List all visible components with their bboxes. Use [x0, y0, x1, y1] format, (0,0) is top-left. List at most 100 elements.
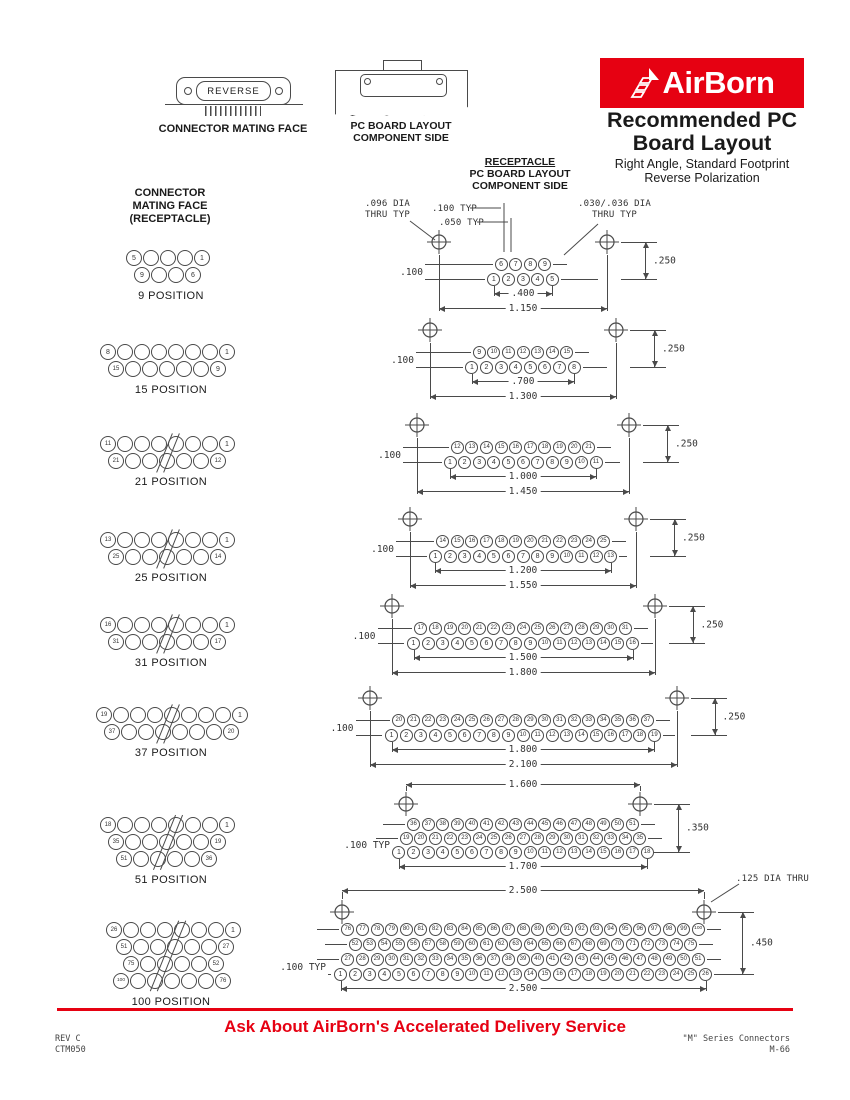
callout-mount-hole-dia: .096 DIA THRU TYP	[365, 199, 410, 221]
pcb-pin: 23	[655, 967, 669, 981]
extension-line	[705, 981, 707, 991]
dimension-label: .700	[508, 375, 538, 387]
row-rail	[604, 462, 620, 463]
callout-pitch: .100 TYP	[432, 204, 477, 214]
position-caption: 37 POSITION	[134, 747, 208, 759]
hole-crosshair-icon	[398, 507, 422, 531]
screw-hole-icon	[184, 87, 192, 95]
row-gap-label: .100 TYP	[344, 840, 390, 851]
pcb-pin: 3	[436, 636, 450, 650]
extension-line	[416, 352, 470, 353]
pcb-pin: 45	[604, 952, 618, 966]
pcb-pin: 4	[428, 728, 442, 742]
extension-line	[676, 711, 678, 767]
hole-crosshair-icon	[418, 318, 442, 342]
pcb-pin: 56	[407, 937, 420, 951]
pcb-pin: 35	[633, 831, 647, 845]
pcb-pin: 24	[582, 534, 596, 548]
pcb-pin: 3	[414, 728, 428, 742]
dimension-line-vertical: .250	[690, 606, 726, 643]
position-caption: 21 POSITION	[134, 476, 208, 488]
mating-face-pin	[130, 973, 146, 989]
row-rail	[553, 264, 568, 265]
pcb-pin: 33	[582, 713, 596, 727]
dimension-line: 1.600	[406, 778, 640, 790]
mating-face-pin	[202, 532, 218, 548]
hole-crosshair-icon	[330, 900, 354, 924]
mounting-hole	[664, 685, 690, 711]
extension-line	[425, 264, 492, 265]
pcb-pin: 1	[385, 728, 399, 742]
pcb-pin: 5	[501, 455, 515, 469]
mating-face-pin	[151, 344, 167, 360]
pcb-pin: 2	[443, 549, 457, 563]
mating-face-pin: 8	[100, 344, 116, 360]
mating-face-pin	[181, 707, 197, 723]
board-caption-line2: COMPONENT SIDE	[353, 132, 449, 144]
mating-face-pin	[117, 436, 133, 452]
position-caption: 25 POSITION	[134, 572, 208, 584]
extension-line	[718, 912, 754, 913]
row-rail	[641, 824, 655, 825]
pcb-pin: 9	[509, 845, 523, 859]
extension-line	[377, 628, 412, 629]
extension-line	[616, 343, 617, 399]
pcb-pin: 42	[494, 817, 508, 831]
extension-line	[630, 330, 666, 331]
pcb-pin: 10	[487, 345, 501, 359]
mating-face-pin	[117, 817, 133, 833]
pcb-pin: 3	[516, 272, 530, 286]
dimension-line-vertical: .250	[642, 242, 678, 279]
mating-face-pin	[185, 817, 201, 833]
pcb-pin: 7	[472, 728, 486, 742]
dimension-line-vertical: .250	[671, 519, 707, 556]
pcb-pin: 41	[545, 952, 559, 966]
pcb-pin: 46	[618, 952, 632, 966]
pcb-pin: 7	[516, 549, 530, 563]
mounting-hole	[691, 899, 717, 925]
page-subtitle-line2: Reverse Polarization	[644, 171, 760, 185]
footer-rev-block: REV C CTM050	[55, 1034, 86, 1056]
pcb-pin: 11	[531, 728, 545, 742]
dimension-label: 2.100	[505, 758, 541, 770]
extension-line	[668, 643, 705, 644]
pcb-pin: 64	[523, 937, 537, 951]
mating-face-pin	[142, 361, 158, 377]
hole-crosshair-icon	[595, 230, 619, 254]
extension-line	[391, 619, 393, 675]
mating-face-pin	[159, 361, 175, 377]
pcb-pin: 32	[567, 713, 581, 727]
pcb-pin: 67	[567, 937, 581, 951]
pcb-pin: 8	[487, 728, 501, 742]
extension-line	[630, 367, 666, 368]
mating-face-pin: 13	[100, 532, 116, 548]
page-subtitle-line1: Right Angle, Standard Footprint	[614, 157, 790, 171]
left-heading-line2: MATING FACE	[132, 200, 208, 212]
mating-face-pin	[174, 956, 190, 972]
pcb-pin: 69	[596, 937, 610, 951]
pcb-pin: 21	[626, 967, 639, 981]
extension-line	[392, 838, 397, 839]
callout-line: THRU TYP	[592, 210, 637, 220]
pcb-pin: 20	[392, 713, 406, 727]
pcb-pin: 3	[472, 455, 486, 469]
pcb-pin: 8	[436, 967, 450, 981]
pcb-pin: 11	[480, 967, 493, 981]
mating-face-pin: 51	[116, 851, 132, 867]
mating-face-pin	[202, 817, 218, 833]
pcb-pin: 28	[531, 831, 545, 845]
pcb-pin: 7	[531, 455, 545, 469]
dimension-label: .250	[680, 532, 707, 543]
pcb-pin: 2	[348, 967, 362, 981]
extension-line	[439, 255, 440, 311]
dimension-label: 1.600	[505, 778, 541, 790]
extension-line	[718, 974, 754, 975]
mating-face-pin	[184, 851, 200, 867]
pcb-pin: 26	[480, 713, 493, 727]
mating-face-pin	[142, 834, 158, 850]
pcb-pin: 68	[582, 937, 596, 951]
pcb-pin: 28	[509, 713, 523, 727]
pcb-pin: 20	[458, 621, 472, 635]
pcb-pin: 26	[699, 967, 712, 981]
mating-face-pin	[138, 724, 154, 740]
